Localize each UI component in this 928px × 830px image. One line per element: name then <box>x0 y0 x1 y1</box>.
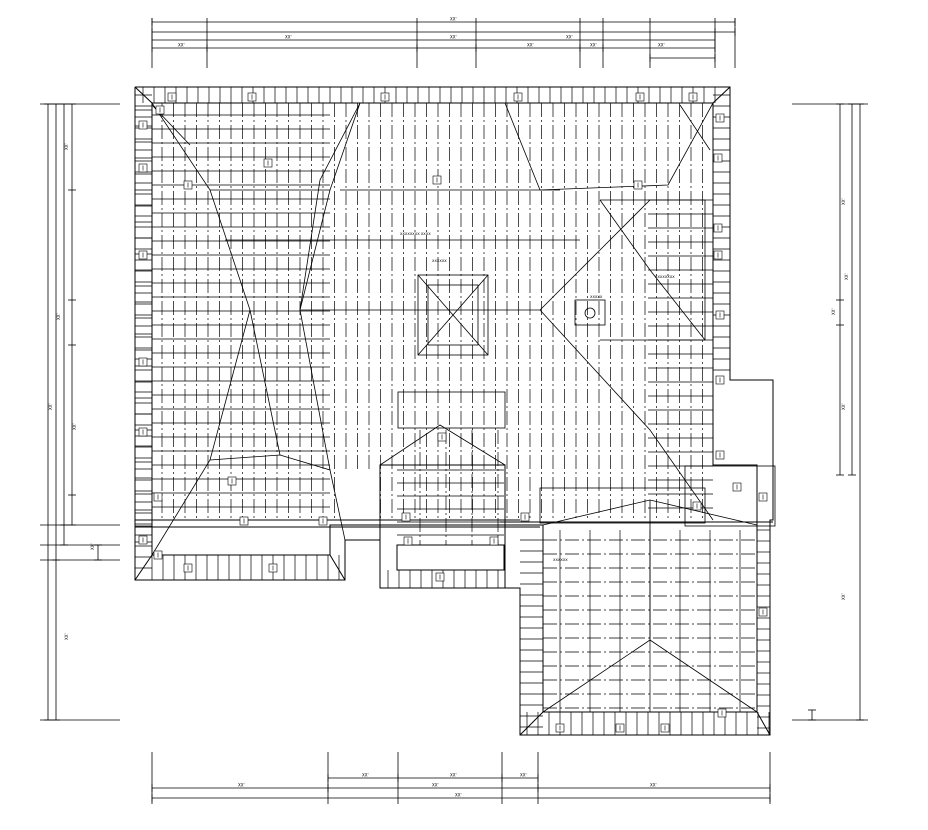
dimension-text: XX' <box>72 423 77 430</box>
hip-line <box>299 102 361 311</box>
dimension-text: XX' <box>450 773 457 778</box>
hip-line <box>504 102 714 191</box>
dimension-text: XX' <box>432 783 439 788</box>
dimension-text: XX' <box>831 308 836 315</box>
annotation-label: XXXXXX <box>553 558 568 562</box>
dimension-text: XX' <box>90 543 95 550</box>
hip-corner <box>519 711 544 736</box>
cupola-inner <box>427 284 479 346</box>
hip-corner <box>134 554 153 581</box>
hip-line <box>679 104 711 151</box>
hip-line <box>299 189 331 471</box>
hip-ridge-lines <box>151 102 776 713</box>
annotation-labels: XX' XX' XX' XX' XX' XX' XX' XX' XX' XX' XX' XX' XX' X… <box>48 17 849 798</box>
hip-corner <box>329 554 346 581</box>
dimension-text: XX' <box>844 273 849 280</box>
hip-line <box>599 199 706 341</box>
rafter-marks <box>138 92 768 733</box>
hip-corner <box>756 711 771 736</box>
hip-line <box>151 189 251 556</box>
hip-line <box>151 102 361 191</box>
dimension-text: XX' <box>590 43 597 48</box>
step-roof-frame <box>539 487 706 524</box>
hip-line <box>249 309 281 456</box>
dimension-text: XX' <box>64 143 69 150</box>
annotation-label: XXXXXX <box>432 259 447 263</box>
dimension-text: XX' <box>178 43 185 48</box>
dimension-text: XX' <box>650 783 657 788</box>
annotation-label: XXXXXXXX XXXX <box>400 232 431 236</box>
dimension-text: XX' <box>841 403 846 410</box>
rafter-lines <box>152 103 757 712</box>
bay-frame <box>684 465 776 527</box>
dimension-text: XX' <box>48 403 53 410</box>
dimension-lines <box>40 18 868 804</box>
porch-beam <box>396 544 505 571</box>
dimension-text: XX' <box>450 35 457 40</box>
dimension-text: XX' <box>566 35 573 40</box>
annotation-label: XXXXX <box>590 295 603 299</box>
dimension-text: XX' <box>64 633 69 640</box>
hip-line <box>379 424 506 466</box>
cupola-diagonal <box>417 274 489 356</box>
dimension-text: XX' <box>56 313 61 320</box>
dimension-text: XX' <box>841 593 846 600</box>
cupola-outline <box>417 274 489 356</box>
dimension-text: XX' <box>455 793 462 798</box>
skylight-frame <box>397 391 506 429</box>
dimension-text: XX' <box>238 783 245 788</box>
ridge-line <box>300 199 651 311</box>
annotation-label: XXXXXXXX <box>655 275 675 279</box>
hip-line <box>600 199 706 341</box>
eave-tails <box>135 87 770 735</box>
dimension-text: XX' <box>841 198 846 205</box>
dimension-text: XX' <box>527 43 534 48</box>
dimension-text: XX' <box>520 773 527 778</box>
hip-line <box>209 454 346 541</box>
dimension-text: XX' <box>450 17 457 22</box>
dimension-text: XX' <box>658 43 665 48</box>
dimension-text: XX' <box>285 35 292 40</box>
dimension-text: XX' <box>362 773 369 778</box>
vent-circle <box>584 307 596 319</box>
vent-box <box>574 299 606 326</box>
roof-outline <box>134 86 774 736</box>
hip-line <box>539 309 714 521</box>
